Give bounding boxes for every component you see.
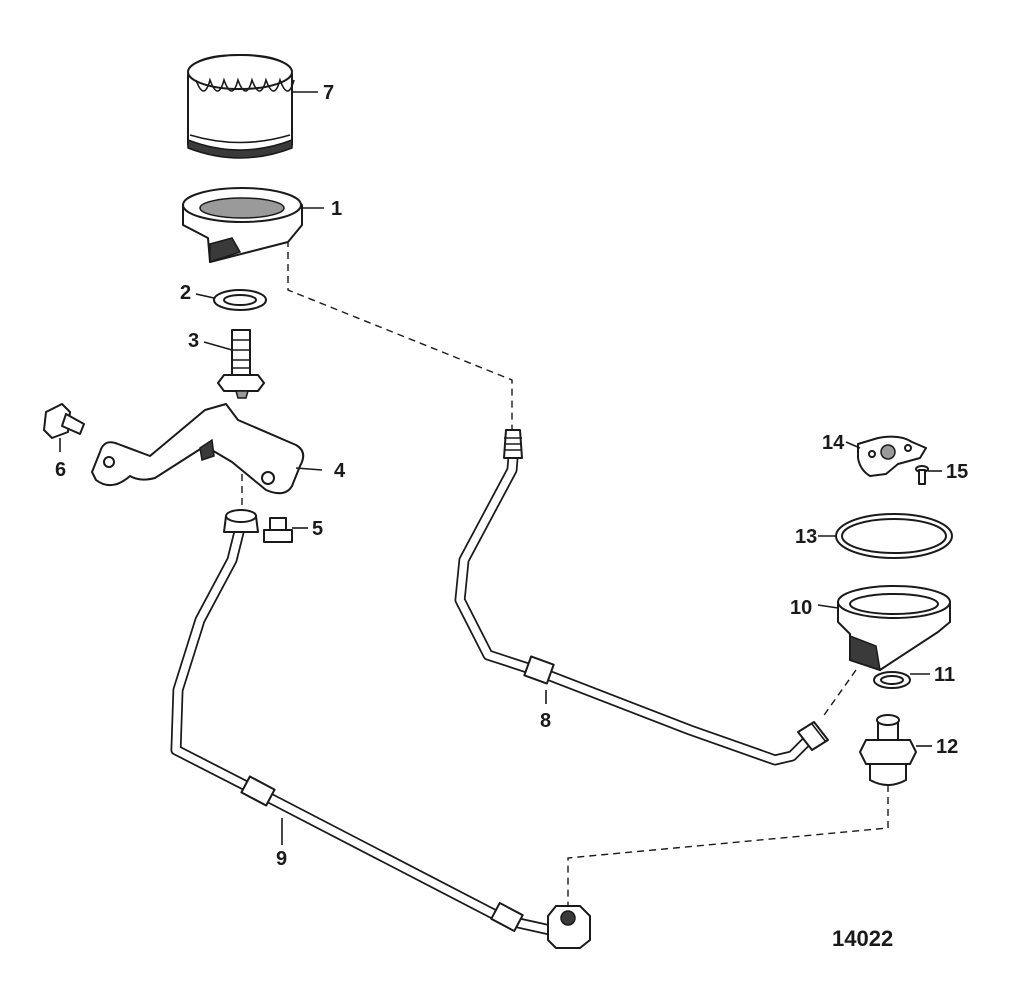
o-ring-13 — [818, 513, 953, 559]
sealing-washer-11 — [873, 671, 930, 689]
oil-line-8 — [454, 429, 829, 766]
filter-adapter — [182, 187, 324, 264]
part-label-9: 9 — [276, 848, 287, 870]
oil-line-9 — [170, 509, 591, 949]
part-label-14: 14 — [822, 432, 845, 454]
part-label-10: 10 — [790, 597, 812, 619]
part-label-4: 4 — [334, 460, 346, 482]
part-label-8: 8 — [540, 710, 551, 732]
bolt-6 — [43, 403, 85, 452]
part-labels: 7 1 2 3 6 4 5 8 9 14 15 13 10 11 12 1402… — [55, 82, 968, 951]
part-label-11: 11 — [934, 664, 955, 686]
part-label-3: 3 — [188, 330, 199, 352]
part-label-6: 6 — [55, 459, 66, 481]
part-label-7: 7 — [323, 82, 334, 104]
screw-15 — [915, 465, 942, 485]
bolt-5 — [263, 517, 308, 543]
oil-filter — [187, 54, 318, 159]
mounting-bracket — [91, 403, 323, 495]
part-label-5: 5 — [312, 518, 323, 540]
part-label-2: 2 — [180, 282, 191, 304]
part-label-15: 15 — [946, 461, 968, 483]
part-label-1: 1 — [331, 198, 342, 220]
part-label-13: 13 — [795, 526, 817, 548]
filter-adapter-10 — [817, 585, 951, 672]
hose-nipple-fitting — [203, 329, 265, 399]
figure-number: 14022 — [832, 926, 893, 951]
fitting-12 — [859, 714, 932, 786]
cap-14 — [845, 435, 927, 477]
part-label-12: 12 — [936, 736, 958, 758]
assembly-guide-lines — [241, 240, 889, 910]
sealing-washer-2 — [195, 289, 267, 311]
